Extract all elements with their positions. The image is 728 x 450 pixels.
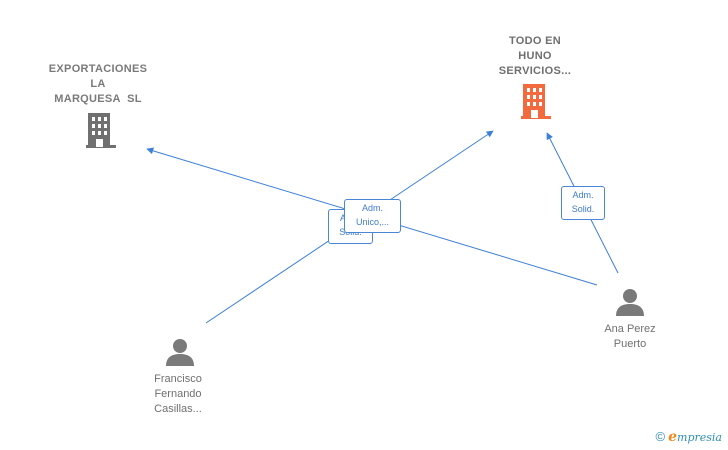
edge-label-francisco-to-todo[interactable]: Adm. Unico,... <box>344 199 401 233</box>
company-label-line: SERVICIOS... <box>498 65 572 77</box>
person-label-line: Puerto <box>613 338 647 350</box>
edge-label-line: Adm. <box>361 203 383 213</box>
brand-logo-text: mpresia <box>677 431 722 444</box>
company-label-todo-en-huno[interactable]: TODO EN HUNO SERVICIOS... <box>475 34 595 79</box>
company-label-exportaciones[interactable]: EXPORTACIONES LA MARQUESA SL <box>38 62 158 107</box>
company-label-line: TODO EN <box>508 35 561 47</box>
brand-logo-initial: e <box>668 429 678 445</box>
person-icon[interactable] <box>614 287 646 317</box>
person-label-line: Fernando <box>154 388 202 400</box>
building-icon[interactable] <box>519 82 553 120</box>
person-label-line: Francisco <box>154 373 202 385</box>
person-icon[interactable] <box>164 337 196 367</box>
company-label-line: EXPORTACIONES <box>48 63 148 75</box>
person-label-line: Ana Perez <box>604 323 656 335</box>
building-icon[interactable] <box>84 111 118 149</box>
person-label-line: Casillas... <box>154 403 202 415</box>
company-label-line: MARQUESA SL <box>54 93 142 105</box>
edge-label-ana-to-todo[interactable]: Adm. Solid. <box>561 186 605 220</box>
edge-label-line: Solid. <box>571 204 595 214</box>
brand-logo: ©empresia <box>656 429 722 445</box>
edge-label-line: Unico,... <box>355 217 389 227</box>
edge-label-line: Adm. <box>572 190 594 200</box>
copyright-symbol: © <box>655 429 666 444</box>
company-label-line: LA <box>90 78 106 90</box>
person-label-francisco[interactable]: Francisco Fernando Casillas... <box>130 372 226 417</box>
company-label-line: HUNO <box>518 50 552 62</box>
person-label-ana[interactable]: Ana Perez Puerto <box>584 322 676 352</box>
